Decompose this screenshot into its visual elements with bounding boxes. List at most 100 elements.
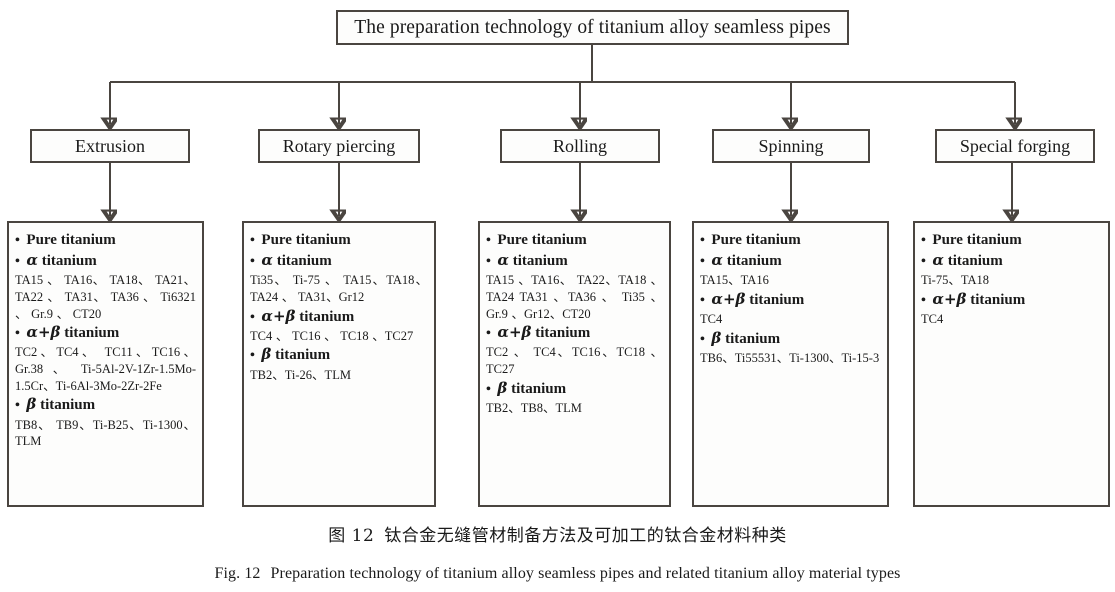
alloy-group: • Pure titanium [700, 231, 881, 250]
method-node-label: Rolling [552, 135, 607, 156]
alloy-group-heading: • α titanium [250, 251, 428, 271]
alloy-group-heading: • α titanium [486, 251, 663, 271]
alloy-group-heading: • Pure titanium [700, 231, 881, 250]
alloy-group-heading: • Pure titanium [15, 231, 196, 250]
alloy-group-heading-text: titanium [36, 397, 96, 414]
alloy-group: • Pure titanium [921, 231, 1102, 250]
alloy-group-heading-text: titanium [966, 292, 1026, 308]
caption-english: Fig. 12 Preparation technology of titaniu… [0, 565, 1115, 583]
bullet-icon: • [250, 254, 259, 270]
alloy-list: Ti35、 Ti-75 、 TA15、TA18、TA24 、 TA31、Gr12 [250, 273, 428, 304]
greek-symbol: α [26, 251, 38, 270]
alloy-group-heading-text: titanium [60, 325, 120, 342]
bullet-icon: • [700, 293, 709, 308]
alloy-group-heading-text: titanium [37, 253, 97, 270]
method-node-rolling: Rolling [500, 129, 660, 163]
bullet-icon: • [15, 398, 24, 414]
root-node-label: The preparation technology of titanium a… [354, 16, 831, 38]
alloy-group-heading: • α titanium [700, 251, 881, 271]
alloy-group-heading: • α titanium [15, 251, 196, 271]
alloy-group-heading: • β titanium [15, 395, 196, 415]
greek-symbol: α [711, 251, 723, 270]
method-node-label: Special forging [959, 135, 1071, 156]
caption-chinese-number: 图 12 [328, 526, 375, 546]
alloy-group-heading-text: titanium [295, 308, 355, 325]
bullet-icon: • [700, 233, 709, 248]
alloy-group: • Pure titanium [486, 231, 663, 250]
alloy-group-heading: • β titanium [250, 345, 428, 365]
method-node-rotary-piercing: Rotary piercing [258, 129, 420, 163]
alloy-group-heading-text: titanium [943, 253, 1003, 270]
alloy-list: TA15 、 TA16、 TA18、 TA21、 TA22 、 TA31、 TA… [15, 273, 196, 321]
alloy-group-heading: • α+β titanium [250, 307, 428, 327]
bullet-icon: • [15, 326, 24, 342]
caption-english-number: Fig. 12 [214, 565, 261, 582]
alloy-group-heading-text: titanium [722, 253, 782, 270]
method-node-special-forging: Special forging [935, 129, 1095, 163]
alloy-group-heading: • α+β titanium [486, 323, 663, 343]
alloy-group-heading-text: titanium [531, 325, 591, 342]
method-node-label: Extrusion [75, 135, 145, 156]
alloy-group-heading-text: titanium [721, 330, 781, 347]
alloy-group-heading: • Pure titanium [486, 231, 663, 250]
greek-symbol: α+β [932, 290, 967, 308]
alloy-list: TA15、TA16 [700, 273, 769, 288]
alloy-list: TC4 [700, 312, 723, 327]
alloy-list: TA15 、TA16、 TA22、TA18 、 TA24 TA31 、TA36 … [486, 273, 663, 321]
alloy-group-heading-text: titanium [508, 253, 568, 270]
alloy-list: TC4 [921, 312, 944, 327]
alloy-group-heading: • α+β titanium [921, 290, 1102, 310]
alloy-group-heading-text: titanium [272, 253, 332, 270]
bullet-icon: • [700, 331, 709, 347]
bullet-icon: • [250, 348, 259, 364]
bullet-icon: • [486, 233, 495, 248]
method-node-extrusion: Extrusion [30, 129, 190, 163]
alloy-group-heading: • Pure titanium [921, 231, 1102, 250]
greek-symbol: β [497, 378, 508, 397]
alloy-group-heading-text: titanium [745, 292, 805, 308]
bullet-icon: • [250, 309, 259, 325]
method-node-label: Spinning [758, 135, 824, 156]
greek-symbol: α [497, 251, 509, 270]
method-node-label: Rotary piercing [282, 135, 396, 156]
greek-symbol: α+β [497, 323, 532, 342]
alloy-list: TB6、Ti55531、Ti-1300、Ti-15-3 [700, 351, 880, 365]
alloy-group-heading: • α titanium [921, 251, 1102, 271]
greek-symbol: β [26, 395, 37, 414]
caption-english-text: Preparation technology of titanium alloy… [270, 565, 901, 582]
bullet-icon: • [15, 233, 24, 248]
greek-symbol: α [261, 251, 273, 270]
alloy-list: TC2、TC4、 TC11、TC16、Gr.38 、 Ti-5Al-2V-1Zr… [15, 345, 196, 393]
alloy-group-heading-text: titanium [271, 347, 331, 364]
alloy-group: • Pure titanium [15, 231, 196, 250]
root-node: The preparation technology of titanium a… [336, 10, 849, 45]
alloy-list: TB2、TB8、TLM [486, 400, 582, 415]
bullet-icon: • [700, 254, 709, 270]
bullet-icon: • [15, 254, 24, 270]
caption-chinese-text: 钛合金无缝管材制备方法及可加工的钛合金材料种类 [384, 526, 787, 546]
greek-symbol: α [932, 251, 944, 270]
alloy-group-heading-text: Pure titanium [497, 232, 587, 248]
bullet-icon: • [486, 326, 495, 342]
method-node-spinning: Spinning [712, 129, 870, 163]
bullet-icon: • [921, 293, 930, 308]
bullet-icon: • [250, 233, 259, 248]
bullet-icon: • [921, 254, 930, 270]
